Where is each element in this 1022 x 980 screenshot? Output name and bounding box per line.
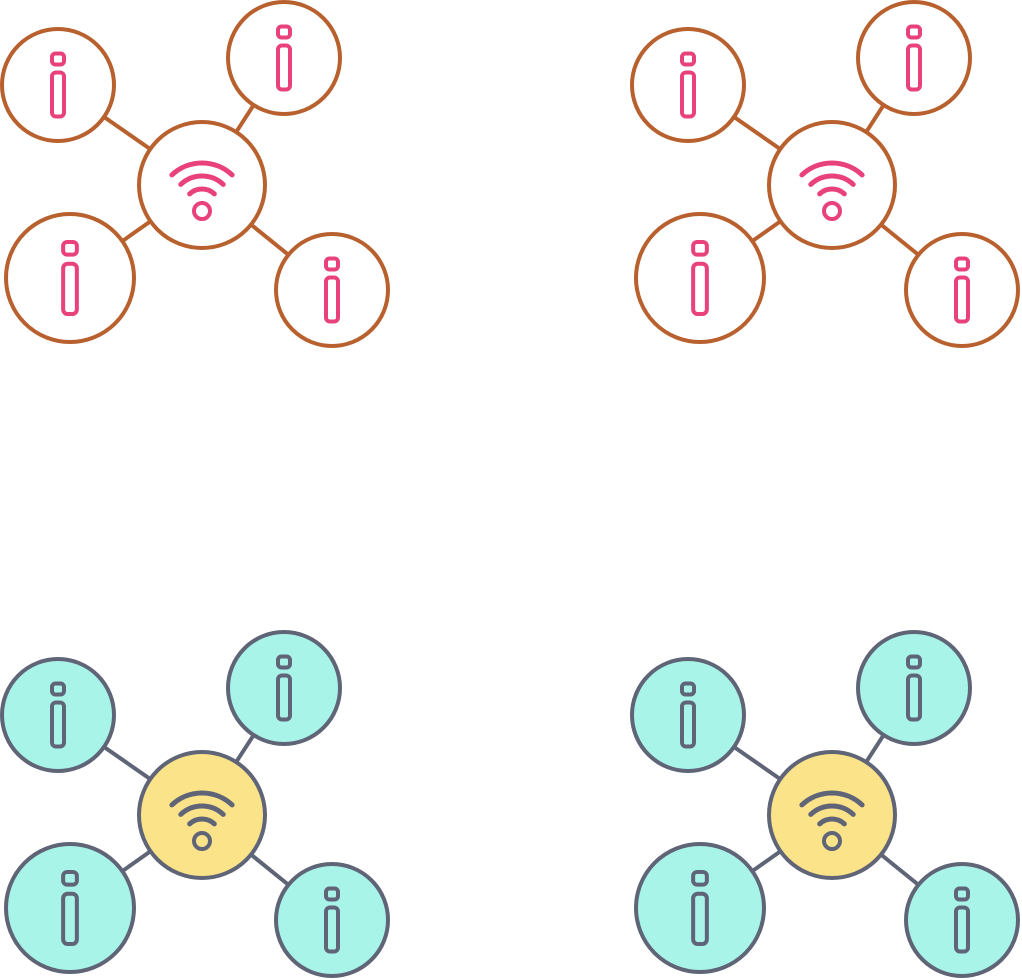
- info-bar-icon: [906, 673, 922, 722]
- info-bar-icon: [61, 891, 79, 947]
- info-node-top-left: [630, 27, 746, 143]
- info-bar-icon: [50, 70, 66, 119]
- info-node-bottom-left: [4, 212, 136, 344]
- info-dot-icon: [691, 870, 709, 887]
- wifi-info-network-icon: [630, 630, 1020, 978]
- info-dot-icon: [906, 24, 922, 40]
- info-bar-icon: [954, 905, 970, 954]
- wifi-hub: [137, 120, 267, 250]
- info-dot-icon: [680, 51, 696, 67]
- info-bar-icon: [954, 275, 970, 324]
- info-circle-icon: [0, 27, 116, 143]
- info-circle-icon: [856, 630, 972, 746]
- info-circle-icon: [0, 657, 116, 773]
- info-node-top-left: [630, 657, 746, 773]
- wifi-arc-icon: [817, 816, 847, 827]
- info-node-bottom-left: [634, 212, 766, 344]
- info-node-top-right: [856, 630, 972, 746]
- hub-circle-icon: [137, 120, 267, 250]
- wifi-arc-icon: [817, 186, 847, 197]
- info-circle-icon: [630, 27, 746, 143]
- wifi-info-network-icon: [630, 0, 1020, 348]
- info-node-bottom-right: [904, 232, 1020, 348]
- info-circle-icon: [274, 862, 390, 978]
- info-dot-icon: [50, 51, 66, 67]
- info-node-bottom-right: [904, 862, 1020, 978]
- wifi-arc-icon: [178, 803, 226, 817]
- wifi-arc-icon: [169, 790, 235, 808]
- info-node-top-left: [0, 657, 116, 773]
- info-dot-icon: [324, 886, 340, 902]
- wifi-dot-icon: [192, 831, 212, 851]
- info-node-top-right: [856, 0, 972, 116]
- info-dot-icon: [680, 681, 696, 697]
- hub-circle-icon: [767, 120, 897, 250]
- info-node-bottom-right: [274, 862, 390, 978]
- wifi-arc-icon: [799, 790, 865, 808]
- wifi-arc-icon: [799, 160, 865, 178]
- wifi-info-network-icon-outline: [0, 0, 400, 360]
- info-circle-icon: [634, 212, 766, 344]
- wifi-hub: [767, 120, 897, 250]
- info-circle-icon: [226, 0, 342, 116]
- info-circle-icon: [226, 630, 342, 746]
- info-dot-icon: [61, 870, 79, 887]
- wifi-arc-icon: [808, 803, 856, 817]
- info-bar-icon: [324, 905, 340, 954]
- wifi-arc-icon: [187, 816, 217, 827]
- info-bar-icon: [691, 891, 709, 947]
- wifi-hub: [767, 750, 897, 880]
- wifi-arc-icon: [169, 160, 235, 178]
- info-node-bottom-left: [634, 842, 766, 974]
- info-circle-icon: [4, 842, 136, 974]
- wifi-arc-icon: [178, 173, 226, 187]
- info-node-top-right: [226, 630, 342, 746]
- wifi-arc-icon: [808, 173, 856, 187]
- wifi-info-network-icon-filled: [0, 630, 400, 980]
- info-node-top-right: [226, 0, 342, 116]
- hub-circle-icon: [767, 750, 897, 880]
- info-circle-icon: [630, 657, 746, 773]
- info-bar-icon: [50, 700, 66, 749]
- info-dot-icon: [50, 681, 66, 697]
- info-bar-icon: [61, 261, 79, 317]
- info-node-bottom-right: [274, 232, 390, 348]
- info-bar-icon: [691, 261, 709, 317]
- info-circle-icon: [904, 862, 1020, 978]
- info-dot-icon: [954, 886, 970, 902]
- info-node-top-left: [0, 27, 116, 143]
- info-bar-icon: [680, 700, 696, 749]
- wifi-dot-icon: [192, 201, 212, 221]
- hub-circle-icon: [137, 750, 267, 880]
- info-bar-icon: [276, 43, 292, 92]
- info-circle-icon: [904, 232, 1020, 348]
- info-circle-icon: [274, 232, 390, 348]
- wifi-hub: [137, 750, 267, 880]
- wifi-info-network-icon: [0, 630, 390, 978]
- info-dot-icon: [954, 256, 970, 272]
- info-dot-icon: [906, 654, 922, 670]
- info-bar-icon: [276, 673, 292, 722]
- wifi-dot-icon: [822, 831, 842, 851]
- wifi-dot-icon: [822, 201, 842, 221]
- info-dot-icon: [276, 654, 292, 670]
- wifi-arc-icon: [187, 186, 217, 197]
- info-circle-icon: [856, 0, 972, 116]
- info-dot-icon: [691, 240, 709, 257]
- wifi-info-network-icon-outline-alt: [630, 0, 1022, 360]
- info-bar-icon: [906, 43, 922, 92]
- info-circle-icon: [634, 842, 766, 974]
- info-dot-icon: [276, 24, 292, 40]
- wifi-info-network-icon-filled-alt: [630, 630, 1022, 980]
- wifi-info-network-icon: [0, 0, 390, 348]
- info-bar-icon: [680, 70, 696, 119]
- info-bar-icon: [324, 275, 340, 324]
- info-node-bottom-left: [4, 842, 136, 974]
- info-dot-icon: [61, 240, 79, 257]
- info-circle-icon: [4, 212, 136, 344]
- info-dot-icon: [324, 256, 340, 272]
